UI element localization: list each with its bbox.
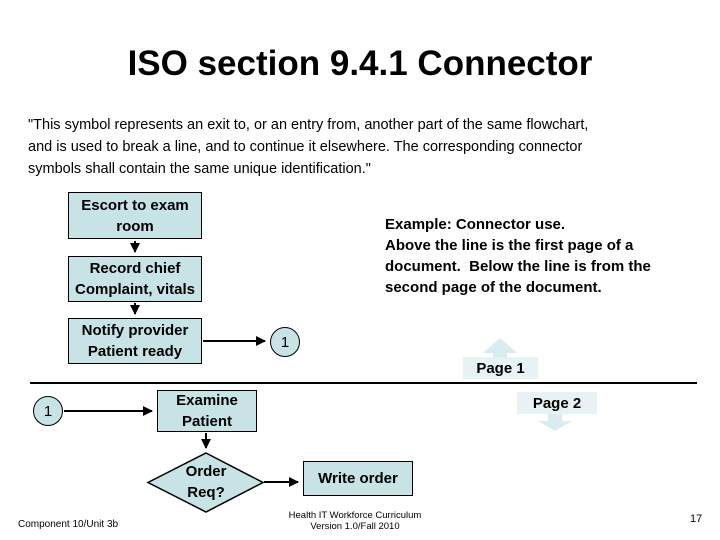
footer-curriculum-label: Health IT Workforce Curriculum Version 1… xyxy=(255,510,455,532)
down-arrow-icon xyxy=(538,413,572,431)
footer-curriculum-line2: Version 1.0/Fall 2010 xyxy=(310,521,400,532)
quote-paragraph: "This symbol represents an exit to, or a… xyxy=(28,114,688,180)
footer-component-label: Component 10/Unit 3b xyxy=(18,519,119,530)
example-line: document. Below the line is from the xyxy=(385,258,651,275)
flow-step-label: Notify provider Patient ready xyxy=(81,322,189,360)
slide-title: ISO section 9.4.1 Connector xyxy=(127,44,593,83)
example-line: second page of the document. xyxy=(385,279,602,296)
connector-symbol-out: 1 xyxy=(270,327,300,357)
example-text: Example: Connector use. Above the line i… xyxy=(385,214,715,298)
flow-step-write-order: Write order xyxy=(303,461,413,496)
flow-step-notify-provider: Notify provider Patient ready xyxy=(68,318,202,364)
flow-step-label: Examine Patient xyxy=(176,392,238,430)
quote-line: and is used to break a line, and to cont… xyxy=(28,139,583,155)
connector-symbol-in: 1 xyxy=(33,396,63,426)
slide-page-number: 17 xyxy=(690,513,703,525)
connector-label: 1 xyxy=(43,402,53,420)
flow-step-label: Write order xyxy=(318,470,398,487)
page2-label: Page 2 xyxy=(517,392,597,414)
flow-step-escort: Escort to exam room xyxy=(68,192,202,239)
connector-label: 1 xyxy=(280,333,290,351)
page-divider-line xyxy=(30,382,697,384)
example-line: Above the line is the first page of a xyxy=(385,237,634,254)
page1-label-text: Page 1 xyxy=(476,359,525,377)
quote-line: "This symbol represents an exit to, or a… xyxy=(28,117,589,133)
page1-label: Page 1 xyxy=(463,357,538,379)
flow-step-label: Escort to exam room xyxy=(81,196,189,235)
quote-line: symbols shall contain the same unique id… xyxy=(28,161,371,177)
flow-step-examine: Examine Patient xyxy=(157,390,257,432)
example-line: Example: Connector use. xyxy=(385,216,566,233)
flow-step-label: Record chief Complaint, vitals xyxy=(74,260,196,298)
decision-label: Order Req? xyxy=(185,463,227,501)
page2-label-text: Page 2 xyxy=(532,394,582,412)
flow-step-record-vitals: Record chief Complaint, vitals xyxy=(68,256,202,302)
footer-curriculum-line1: Health IT Workforce Curriculum xyxy=(288,510,422,521)
up-arrow-icon xyxy=(483,338,517,359)
